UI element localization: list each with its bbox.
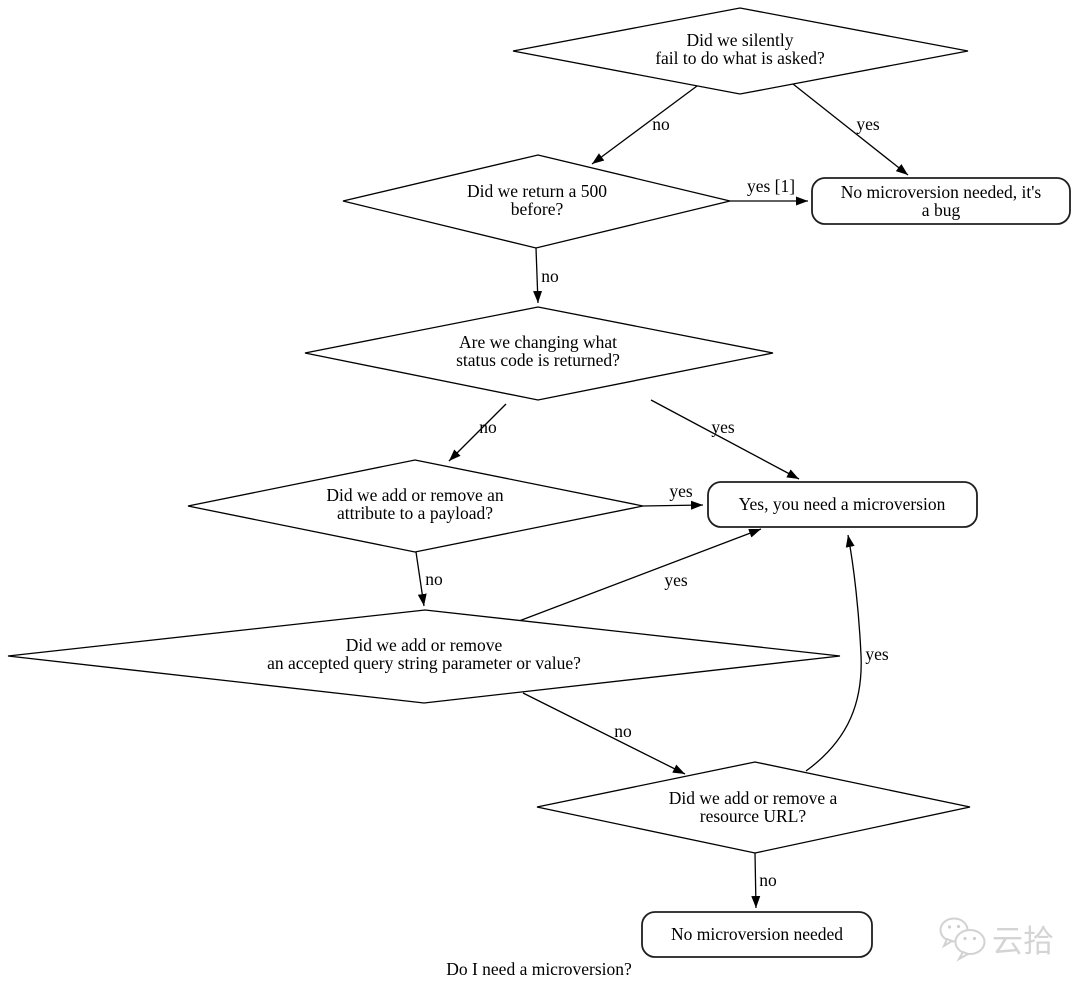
edge-label: yes <box>669 481 693 501</box>
edge-return-500-to-bug: yes [1] <box>730 176 808 206</box>
node-label-line: Did we add or remove an <box>326 485 504 505</box>
edge-label: yes [1] <box>747 176 795 196</box>
decision-diamond <box>304 306 774 401</box>
edge-label: yes <box>856 114 880 134</box>
node-no-microversion-bug: No microversion needed, it's a bug <box>811 177 1071 225</box>
node-status-code: Are we changing what status code is retu… <box>304 306 774 401</box>
edge-label: no <box>652 114 670 134</box>
edge-silent-fail-to-bug: yes <box>792 83 909 176</box>
edge-payload-attr-to-need-micro: yes <box>642 481 704 510</box>
edge-label: no <box>759 870 777 890</box>
decision-diamond <box>536 761 971 854</box>
node-no-microversion: No microversion needed <box>641 911 873 958</box>
edge-status-code-to-need-micro: yes <box>650 399 800 480</box>
node-resource-url: Did we add or remove a resource URL? <box>536 761 971 854</box>
node-label-line: Did we return a 500 <box>467 181 607 201</box>
node-return-500: Did we return a 500 before? <box>342 154 731 249</box>
edge-label: no <box>425 569 443 589</box>
edge-arrow <box>650 399 800 480</box>
node-label-line: resource URL? <box>700 806 807 826</box>
node-label-line: Did we add or remove <box>346 635 503 655</box>
edge-return-500-to-status-code: no <box>533 247 559 304</box>
edge-label: yes <box>711 417 735 437</box>
edge-arrow <box>642 500 704 510</box>
edge-arrow <box>448 403 507 462</box>
node-label-line: Did we silently <box>687 30 794 50</box>
edge-label: yes <box>664 570 688 590</box>
edge-label: no <box>541 266 559 286</box>
edge-arrow <box>591 85 698 165</box>
watermark-text: 云拾 <box>992 924 1054 959</box>
terminal-box <box>707 481 978 528</box>
edge-label: no <box>479 417 497 437</box>
edge-status-code-to-payload-attr: no <box>448 403 507 462</box>
decision-diamond <box>512 7 969 95</box>
node-payload-attr: Did we add or remove an attribute to a p… <box>187 459 644 553</box>
node-query-param: Did we add or remove an accepted query s… <box>7 609 841 704</box>
decision-diamond <box>342 154 731 249</box>
decision-diamond <box>7 609 841 704</box>
edge-label: no <box>614 721 632 741</box>
node-label-line: status code is returned? <box>456 350 620 370</box>
node-label-line: Did we add or remove a <box>669 788 838 808</box>
node-label-line: No microversion needed, it's <box>841 182 1042 202</box>
graph-title: Do I need a microversion? <box>446 959 632 979</box>
node-label-line: Yes, you need a microversion <box>739 494 946 514</box>
node-label-line: attribute to a payload? <box>337 503 493 523</box>
edge-arrow <box>522 692 686 775</box>
edge-arrow <box>805 534 862 772</box>
edge-arrow <box>518 528 762 622</box>
edge-silent-fail-to-return-500: no <box>591 85 698 165</box>
edge-resource-url-to-no-micro: no <box>751 852 777 909</box>
edge-query-param-to-need-micro: yes <box>518 528 762 622</box>
node-need-microversion: Yes, you need a microversion <box>707 481 978 528</box>
watermark: 云拾 <box>939 917 1054 962</box>
edge-payload-attr-to-query-param: no <box>415 551 443 607</box>
edge-resource-url-to-need-micro: yes <box>805 534 889 772</box>
wechat-chat-bubbles-icon <box>939 917 986 962</box>
node-label-line: Are we changing what <box>459 332 617 352</box>
edge-arrow <box>415 551 427 607</box>
edge-label: yes <box>865 644 889 664</box>
node-label-line: an accepted query string parameter or va… <box>267 653 581 673</box>
edge-arrow <box>533 247 543 304</box>
node-label-line: fail to do what is asked? <box>655 48 825 68</box>
node-label-line: a bug <box>922 200 961 220</box>
decision-diamond <box>187 459 644 553</box>
terminal-box <box>811 177 1071 225</box>
node-label-line: No microversion needed <box>671 924 843 944</box>
node-label-line: before? <box>511 199 564 219</box>
edge-arrow <box>792 83 909 176</box>
edge-arrow <box>751 852 761 909</box>
terminal-box <box>641 911 873 958</box>
node-silent-fail: Did we silently fail to do what is asked… <box>512 7 969 95</box>
edge-query-param-to-resource-url: no <box>522 692 686 775</box>
